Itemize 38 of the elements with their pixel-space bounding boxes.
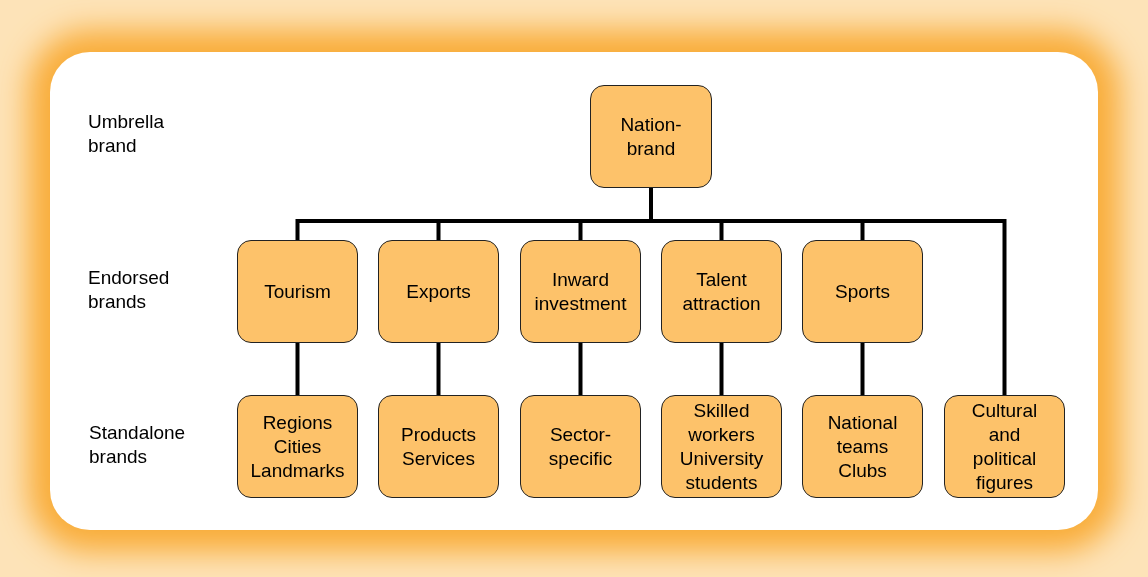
connector-line [295, 343, 300, 395]
org-box [520, 240, 641, 343]
node-text: Nation-brand [619, 112, 683, 161]
node-text: Sports [835, 279, 890, 304]
org-box [378, 240, 499, 343]
node-text: University students [678, 446, 765, 495]
connector-line [860, 343, 865, 395]
org-box [661, 395, 782, 498]
node-text: Landmarks [250, 458, 345, 483]
node-text: Regions [262, 410, 333, 435]
node-text: Skilled workers [687, 398, 756, 447]
org-box [802, 240, 923, 343]
node-text: Talent attraction [681, 267, 762, 316]
node-text: Tourism [264, 279, 331, 304]
org-box [237, 395, 358, 498]
org-box [661, 240, 782, 343]
level-label: Standalone brands [89, 421, 187, 469]
org-box [590, 85, 712, 188]
node-text: Sector-specific [547, 422, 614, 471]
node-text: National teams [826, 410, 899, 459]
connector-line [719, 343, 724, 395]
node-text: Products [401, 422, 476, 447]
node-text: Clubs [838, 458, 887, 483]
level-label: Endorsed brands [88, 266, 171, 314]
node-text: Services [402, 446, 475, 471]
level-label: Umbrella brand [88, 110, 166, 158]
org-box [520, 395, 641, 498]
connector-line [649, 188, 1007, 395]
org-box [237, 240, 358, 343]
org-box [802, 395, 923, 498]
node-text: Cultural and political figures [970, 398, 1039, 495]
org-box [944, 395, 1065, 498]
org-box [378, 395, 499, 498]
node-text: Cities [273, 434, 322, 459]
node-text: Inward investment [533, 267, 628, 316]
node-text: Exports [406, 279, 471, 304]
connector-line [578, 343, 583, 395]
connector-line [436, 343, 441, 395]
